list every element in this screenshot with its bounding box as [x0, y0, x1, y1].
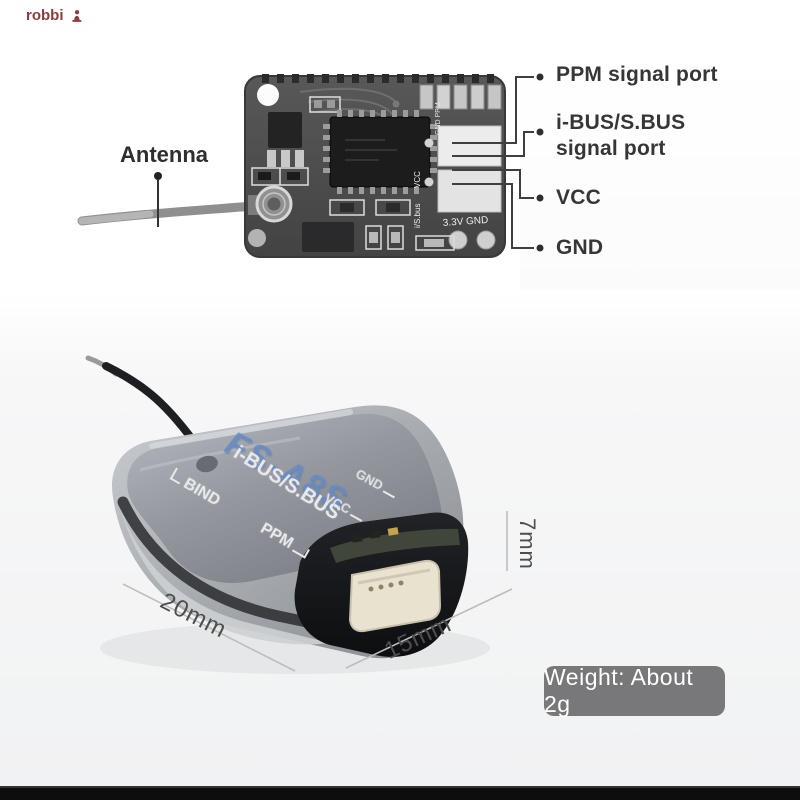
receiver-photo	[85, 355, 513, 674]
pcb-diagram: 3.3V GND VCC i/S.bus GND PPM	[77, 73, 544, 258]
pin-label-ppm: PPM signal port	[556, 63, 718, 86]
bottom-bar	[0, 786, 800, 800]
mounting-hole	[257, 84, 279, 106]
inner-pcb-edge	[330, 528, 460, 563]
dimension-lines	[122, 511, 513, 672]
pin-label-ibus-line2: signal port	[556, 137, 666, 160]
jst-connector	[348, 559, 442, 633]
solder-pad-row	[419, 84, 502, 110]
silkscreen-vcc-label: VCC	[413, 171, 422, 188]
pcb-edge-castellations	[262, 74, 494, 83]
pin-callout-dots	[536, 73, 544, 252]
photo-background-top	[520, 60, 800, 290]
pcb-board: 3.3V GND VCC i/S.bus GND PPM	[244, 74, 506, 258]
regulator-ic	[268, 112, 302, 148]
antenna-label: Antenna	[120, 142, 208, 167]
gnd-tail	[382, 486, 398, 498]
silkscreen-power-label: 3.3V GND	[442, 215, 488, 229]
crystal	[302, 222, 354, 252]
pin-label-vcc: VCC	[556, 186, 601, 209]
seller-link[interactable]: robbi	[26, 7, 84, 24]
silkscreen-ppm-gnd-label: GND PPM	[435, 102, 442, 135]
ufl-antenna-connector	[248, 185, 293, 223]
silkscreen-ibus-label: i/S.bus	[413, 204, 422, 228]
pin-callout-lines	[452, 76, 534, 249]
receiver-body	[112, 405, 469, 659]
output-connector	[424, 125, 502, 213]
dimension-height: 7mm	[515, 518, 540, 570]
case-hole	[196, 455, 218, 473]
pin-label-ibus-line1: i-BUS/S.BUS	[556, 111, 686, 134]
pin-label-ibus: i-BUS/S.BUS signal port	[556, 110, 685, 162]
antenna-wire-fade	[78, 210, 154, 225]
weight-badge: Weight: About 2g	[544, 664, 725, 717]
antenna-pointer	[154, 172, 162, 227]
seller-name: robbi	[26, 7, 64, 24]
pin-label-gnd: GND	[556, 236, 604, 259]
seller-badge-icon	[71, 9, 81, 22]
mcu-chip	[323, 110, 437, 194]
vcc-tail	[350, 510, 365, 522]
